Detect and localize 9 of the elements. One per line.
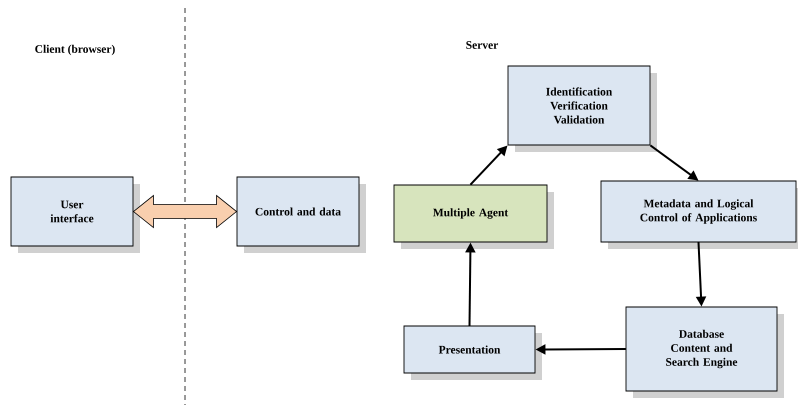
- process-box: Identification Verification Validation: [508, 66, 657, 152]
- process-box: Metadata and Logical Control of Applications: [600, 180, 798, 249]
- process-box: Presentation: [404, 326, 542, 380]
- process-box: User interface: [10, 176, 140, 253]
- process-box: Database Content and Search Engine: [626, 306, 784, 398]
- process-box: Multiple Agent: [394, 184, 554, 249]
- section-label: Client (browser): [35, 44, 115, 56]
- section-label: Server: [466, 41, 498, 49]
- process-box: Control and data: [236, 176, 366, 253]
